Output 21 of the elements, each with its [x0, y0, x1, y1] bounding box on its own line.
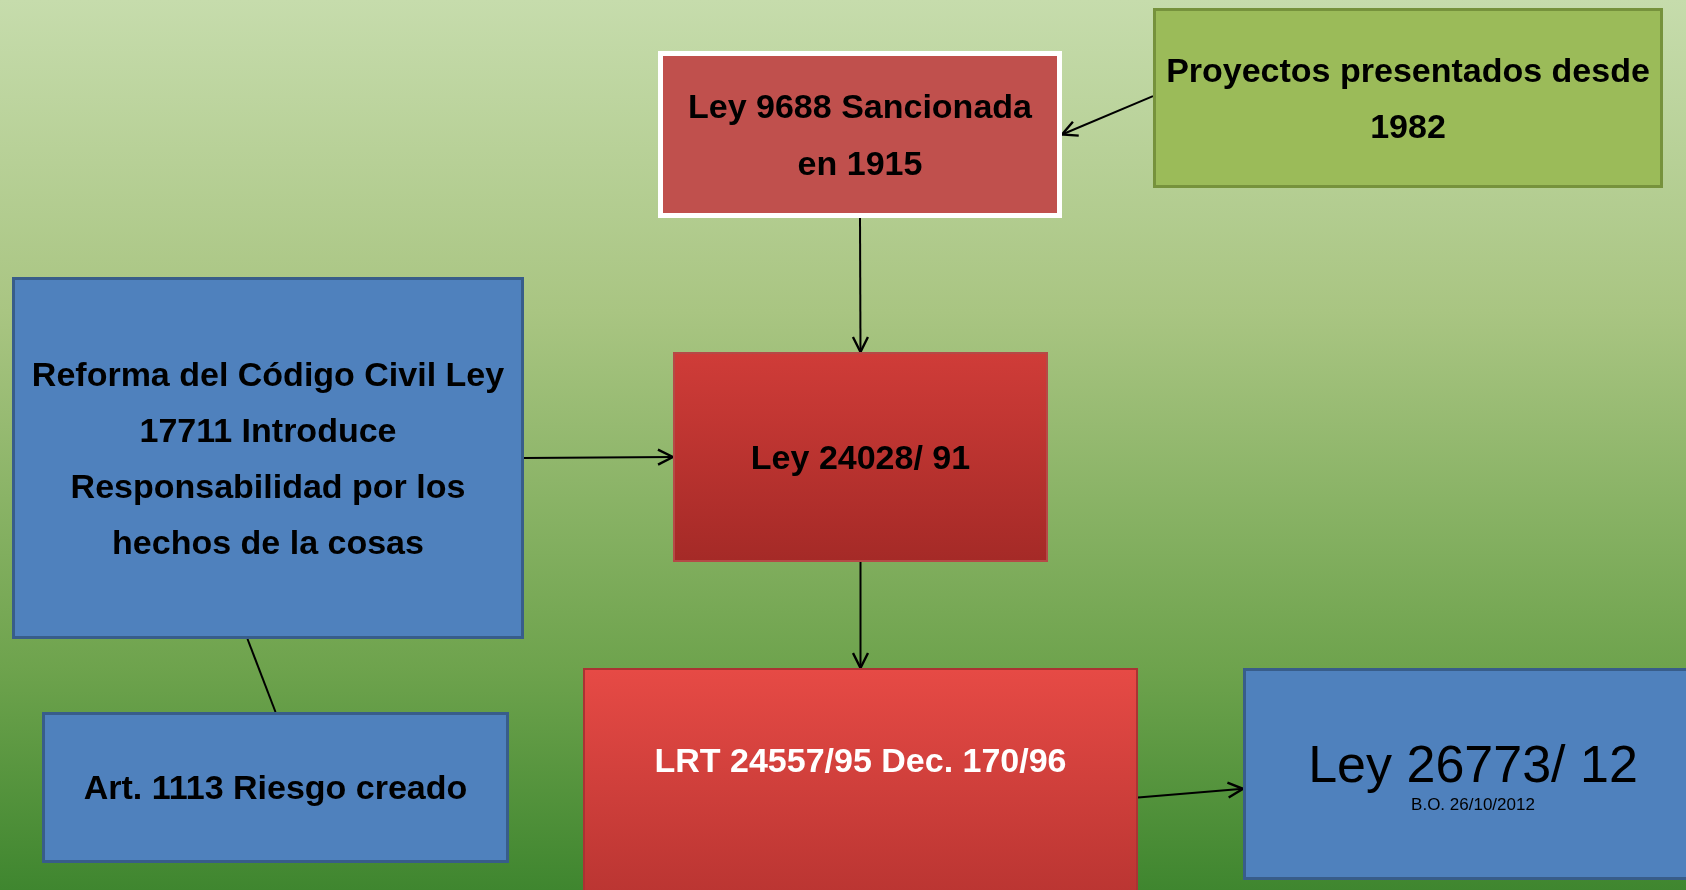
- box-title: Ley 9688 Sancionada en 1915: [687, 86, 1033, 184]
- law-box: [12, 277, 524, 639]
- connector-line: [246, 638, 277, 713]
- arrow: [523, 448, 675, 466]
- law-box: [1243, 668, 1686, 880]
- box-subtitle: B.O. 26/10/2012: [1411, 795, 1535, 816]
- box-title: Proyectos presentados desde 1982: [1166, 49, 1650, 147]
- arrow: [1137, 781, 1245, 799]
- box-title: Reforma del Código Civil Ley 17711 Introduce Responsabilidad por los hechos de la cosas: [30, 353, 506, 564]
- arrow: [1060, 95, 1154, 137]
- law-box: [583, 668, 1138, 890]
- arrow: [851, 217, 870, 354]
- law-box: [673, 352, 1048, 562]
- box-title: Art. 1113 Riesgo creado: [83, 767, 468, 809]
- box-title: Ley 26773/ 12: [1308, 733, 1638, 795]
- arrow: [851, 561, 870, 670]
- law-box: [658, 51, 1062, 218]
- project-box: [1153, 8, 1663, 188]
- box-title: LRT 24557/95 Dec. 170/96: [654, 739, 1067, 781]
- law-box: [42, 712, 509, 863]
- box-title: Ley 24028/ 91: [750, 436, 971, 478]
